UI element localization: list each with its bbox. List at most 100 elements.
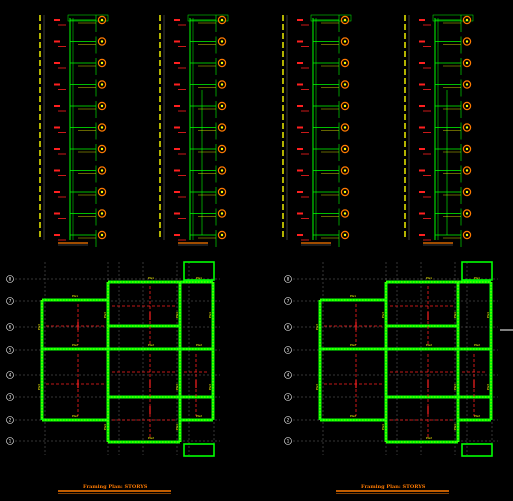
- level-tag: [297, 191, 303, 193]
- level-marker-dot: [343, 169, 347, 172]
- grid-bubble-label: 4: [287, 373, 290, 378]
- grid-bubble-label: 3: [9, 395, 12, 400]
- beam-label: PG2: [474, 414, 480, 418]
- level-marker-dot: [343, 233, 347, 237]
- beam-label: PG3: [315, 384, 319, 390]
- level-tag: [297, 105, 303, 107]
- level-marker: [340, 187, 350, 197]
- beam-label: PG1: [148, 276, 154, 280]
- level-marker: [97, 123, 107, 132]
- level-marker-dot: [100, 61, 104, 65]
- beam-label: PG2: [196, 343, 202, 347]
- level-marker: [217, 166, 227, 175]
- grid-bubble-label: 7: [287, 299, 290, 304]
- level-marker: [217, 15, 227, 25]
- level-tag: [174, 212, 180, 215]
- level-tag: [54, 126, 60, 129]
- level-marker: [462, 209, 472, 218]
- stair-box: [183, 443, 215, 457]
- level-marker-dot: [220, 40, 224, 43]
- level-tag: [174, 62, 180, 64]
- level-marker: [97, 80, 107, 89]
- grid-bubble: [6, 346, 14, 354]
- level-marker: [97, 101, 107, 111]
- level-marker-dot: [100, 233, 104, 237]
- grid-bubble-label: 1: [287, 439, 290, 444]
- level-tag: [297, 40, 303, 43]
- grid-bubble-label: 1: [9, 439, 12, 444]
- beam-label: PG2: [196, 414, 202, 418]
- grid-bubble: [6, 275, 14, 283]
- level-marker-dot: [100, 147, 104, 151]
- plan-title: Framing Plan: STORYS: [361, 484, 426, 490]
- level-marker: [462, 230, 472, 240]
- beam-label: PG1: [474, 276, 480, 280]
- grid-bubble-label: 5: [287, 348, 290, 353]
- level-marker-dot: [100, 40, 104, 43]
- elevation-1: [39, 14, 109, 247]
- beam-label: PG1: [426, 276, 432, 280]
- level-marker: [462, 144, 472, 154]
- level-marker-dot: [100, 18, 104, 22]
- beam-label: PG4: [208, 312, 212, 318]
- plan-title: Framing Plan: STORYS: [83, 484, 148, 490]
- level-marker-dot: [220, 126, 224, 129]
- level-tag: [419, 40, 425, 43]
- beam-label: PG3: [453, 384, 457, 390]
- level-tag: [54, 191, 60, 193]
- level-marker: [97, 187, 107, 197]
- level-marker: [340, 166, 350, 175]
- level-marker-dot: [220, 61, 224, 65]
- level-marker: [462, 80, 472, 89]
- level-marker: [97, 144, 107, 154]
- level-marker: [462, 58, 472, 68]
- level-marker: [462, 101, 472, 111]
- level-marker-dot: [220, 147, 224, 151]
- elevation-4: [404, 14, 474, 247]
- beam-label: PG2: [426, 343, 432, 347]
- level-tag: [174, 105, 180, 107]
- level-marker: [340, 15, 350, 25]
- grid-bubble: [6, 437, 14, 445]
- level-marker-dot: [465, 61, 469, 65]
- header-box: [187, 14, 229, 22]
- beam-label: PG1: [196, 276, 202, 280]
- level-marker-dot: [220, 212, 224, 215]
- level-marker-dot: [100, 190, 104, 194]
- elevation-3: [282, 14, 352, 247]
- beam-label: PG3: [208, 384, 212, 390]
- grid-bubble: [284, 275, 292, 283]
- level-marker-dot: [100, 126, 104, 129]
- beam-label: PG2: [72, 414, 78, 418]
- level-tag: [54, 212, 60, 215]
- level-tag: [419, 62, 425, 64]
- level-tag: [297, 62, 303, 64]
- level-marker-dot: [220, 169, 224, 172]
- beam-label: PG4: [486, 312, 490, 318]
- level-marker-dot: [220, 233, 224, 237]
- level-marker: [217, 144, 227, 154]
- level-marker-dot: [465, 233, 469, 237]
- level-marker-dot: [343, 147, 347, 151]
- grid-bubble: [6, 371, 14, 379]
- level-marker-dot: [465, 147, 469, 151]
- level-tag: [54, 40, 60, 43]
- level-marker: [340, 123, 350, 132]
- level-tag: [54, 234, 60, 236]
- level-tag: [419, 105, 425, 107]
- level-marker-dot: [465, 169, 469, 172]
- grid-bubble: [284, 297, 292, 305]
- level-tag: [174, 19, 180, 21]
- level-tag: [297, 126, 303, 129]
- level-marker: [217, 80, 227, 89]
- level-marker: [217, 58, 227, 68]
- beam-label: PG2: [148, 343, 154, 347]
- grid-bubble: [284, 416, 292, 424]
- level-marker-dot: [343, 212, 347, 215]
- level-tag: [419, 169, 425, 172]
- level-marker: [217, 230, 227, 240]
